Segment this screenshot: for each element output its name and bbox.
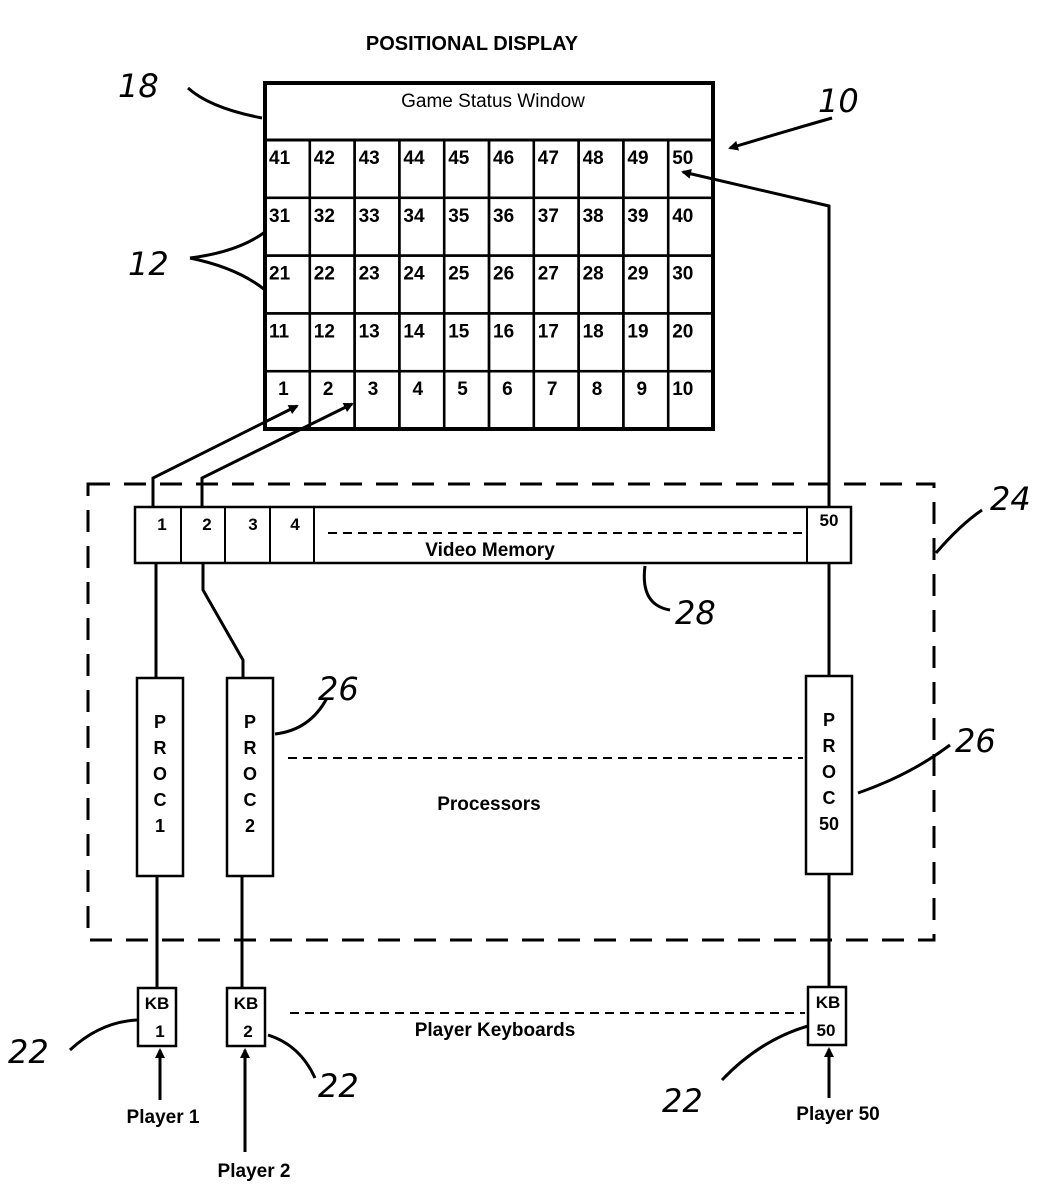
- processor-1-letter: R: [154, 738, 167, 758]
- diagram-title: POSITIONAL DISPLAY: [366, 33, 579, 55]
- processor-50-letter: C: [823, 788, 836, 808]
- grid-square-number: 37: [538, 206, 559, 227]
- grid-square-number: 17: [538, 321, 559, 342]
- grid-square-number: 12: [314, 321, 335, 342]
- processor-50-letter: O: [822, 762, 836, 782]
- grid-square-number: 38: [583, 206, 604, 227]
- processor-2-letter: P: [244, 712, 256, 732]
- game-status-window-label: Game Status Window: [401, 91, 585, 112]
- keyboard-50-number: 50: [817, 1021, 836, 1040]
- grid-square-number: 7: [547, 379, 558, 400]
- grid-square-number: 13: [359, 321, 380, 342]
- position-grid: 4142434445464748495031323334353637383940…: [265, 140, 713, 429]
- grid-square-number: 32: [314, 206, 335, 227]
- processor-1-letter: 1: [155, 816, 165, 836]
- grid-square-number: 11: [269, 321, 290, 342]
- grid-square-number: 26: [493, 264, 514, 285]
- grid-square-number: 22: [314, 264, 335, 285]
- processor-2-letter: O: [243, 764, 257, 784]
- ref-numeral-22-left: 22: [8, 1033, 49, 1071]
- keyboard-50-label: KB: [816, 993, 841, 1012]
- grid-square-number: 23: [359, 264, 380, 285]
- processor-1-letter: P: [154, 712, 166, 732]
- ref-numeral-10: 10: [818, 82, 859, 120]
- ref-numeral-24: 24: [990, 480, 1031, 518]
- grid-square-number: 35: [448, 206, 470, 227]
- grid-square-number: 30: [672, 264, 693, 285]
- processor-2-letter: R: [244, 738, 257, 758]
- keyboard-1-label: KB: [145, 994, 170, 1013]
- grid-square-number: 47: [538, 148, 559, 169]
- grid-square-number: 46: [493, 148, 514, 169]
- player-50-label: Player 50: [796, 1104, 879, 1125]
- grid-square-number: 1: [278, 379, 289, 400]
- ref-numeral-22-mid: 22: [318, 1067, 359, 1105]
- grid-square-number: 44: [403, 148, 425, 169]
- processor-1-letter: O: [153, 764, 167, 784]
- video-memory-cell-1: 1: [157, 515, 166, 534]
- link-cell1-to-square1: [153, 406, 297, 507]
- grid-square-number: 2: [323, 379, 334, 400]
- processor-50-letter: P: [823, 710, 835, 730]
- grid-square-number: 28: [583, 264, 604, 285]
- grid-square-number: 18: [583, 321, 604, 342]
- grid-square-number: 19: [627, 321, 648, 342]
- video-memory-label: Video Memory: [425, 540, 555, 561]
- grid-square-number: 50: [672, 148, 693, 169]
- video-memory-cell-3: 3: [248, 515, 257, 534]
- grid-square-number: 20: [672, 321, 693, 342]
- keyboards-label: Player Keyboards: [415, 1020, 576, 1041]
- grid-square-number: 43: [359, 148, 380, 169]
- ref-numeral-12: 12: [128, 245, 169, 283]
- link-cell50-to-square50: [683, 172, 829, 507]
- processors-label: Processors: [437, 794, 541, 815]
- grid-square-number: 36: [493, 206, 514, 227]
- video-memory-cell-2: 2: [202, 515, 211, 534]
- keyboard-2-label: KB: [234, 994, 259, 1013]
- grid-square-number: 49: [627, 148, 648, 169]
- grid-square-number: 25: [448, 264, 470, 285]
- processor-2-letter: C: [244, 790, 257, 810]
- grid-square-number: 29: [627, 264, 648, 285]
- grid-square-number: 48: [583, 148, 604, 169]
- grid-square-number: 27: [538, 264, 559, 285]
- grid-square-number: 31: [269, 206, 291, 227]
- ref-numeral-26-right: 26: [955, 722, 996, 760]
- processor-50-letter: 50: [819, 814, 839, 834]
- grid-square-number: 24: [403, 264, 425, 285]
- ref-numeral-18: 18: [118, 67, 159, 105]
- player-1-label: Player 1: [127, 1107, 200, 1128]
- processor-1-letter: C: [154, 790, 167, 810]
- grid-square-number: 16: [493, 321, 514, 342]
- grid-square-number: 39: [627, 206, 648, 227]
- video-memory-cell-4: 4: [290, 515, 300, 534]
- ref-numeral-22-right: 22: [662, 1082, 703, 1120]
- grid-square-number: 10: [672, 379, 693, 400]
- grid-square-number: 4: [413, 379, 424, 400]
- grid-square-number: 42: [314, 148, 335, 169]
- grid-square-number: 21: [269, 264, 291, 285]
- grid-square-number: 3: [368, 379, 379, 400]
- grid-square-number: 6: [502, 379, 513, 400]
- grid-square-number: 14: [403, 321, 425, 342]
- player-2-label: Player 2: [218, 1161, 291, 1182]
- grid-square-number: 15: [448, 321, 470, 342]
- grid-square-number: 34: [403, 206, 425, 227]
- ref-numeral-28: 28: [675, 594, 716, 632]
- grid-square-number: 8: [592, 379, 603, 400]
- grid-square-number: 45: [448, 148, 470, 169]
- grid-square-number: 33: [359, 206, 380, 227]
- link-cell2-to-square2: [202, 404, 352, 507]
- grid-square-number: 9: [637, 379, 648, 400]
- grid-square-number: 5: [457, 379, 468, 400]
- processor-2-letter: 2: [245, 816, 255, 836]
- grid-square-number: 40: [672, 206, 693, 227]
- grid-square-number: 41: [269, 148, 291, 169]
- video-memory-cell-50: 50: [820, 511, 839, 530]
- processor-50-letter: R: [823, 736, 836, 756]
- keyboard-1-number: 1: [155, 1022, 164, 1041]
- keyboard-2-number: 2: [243, 1022, 252, 1041]
